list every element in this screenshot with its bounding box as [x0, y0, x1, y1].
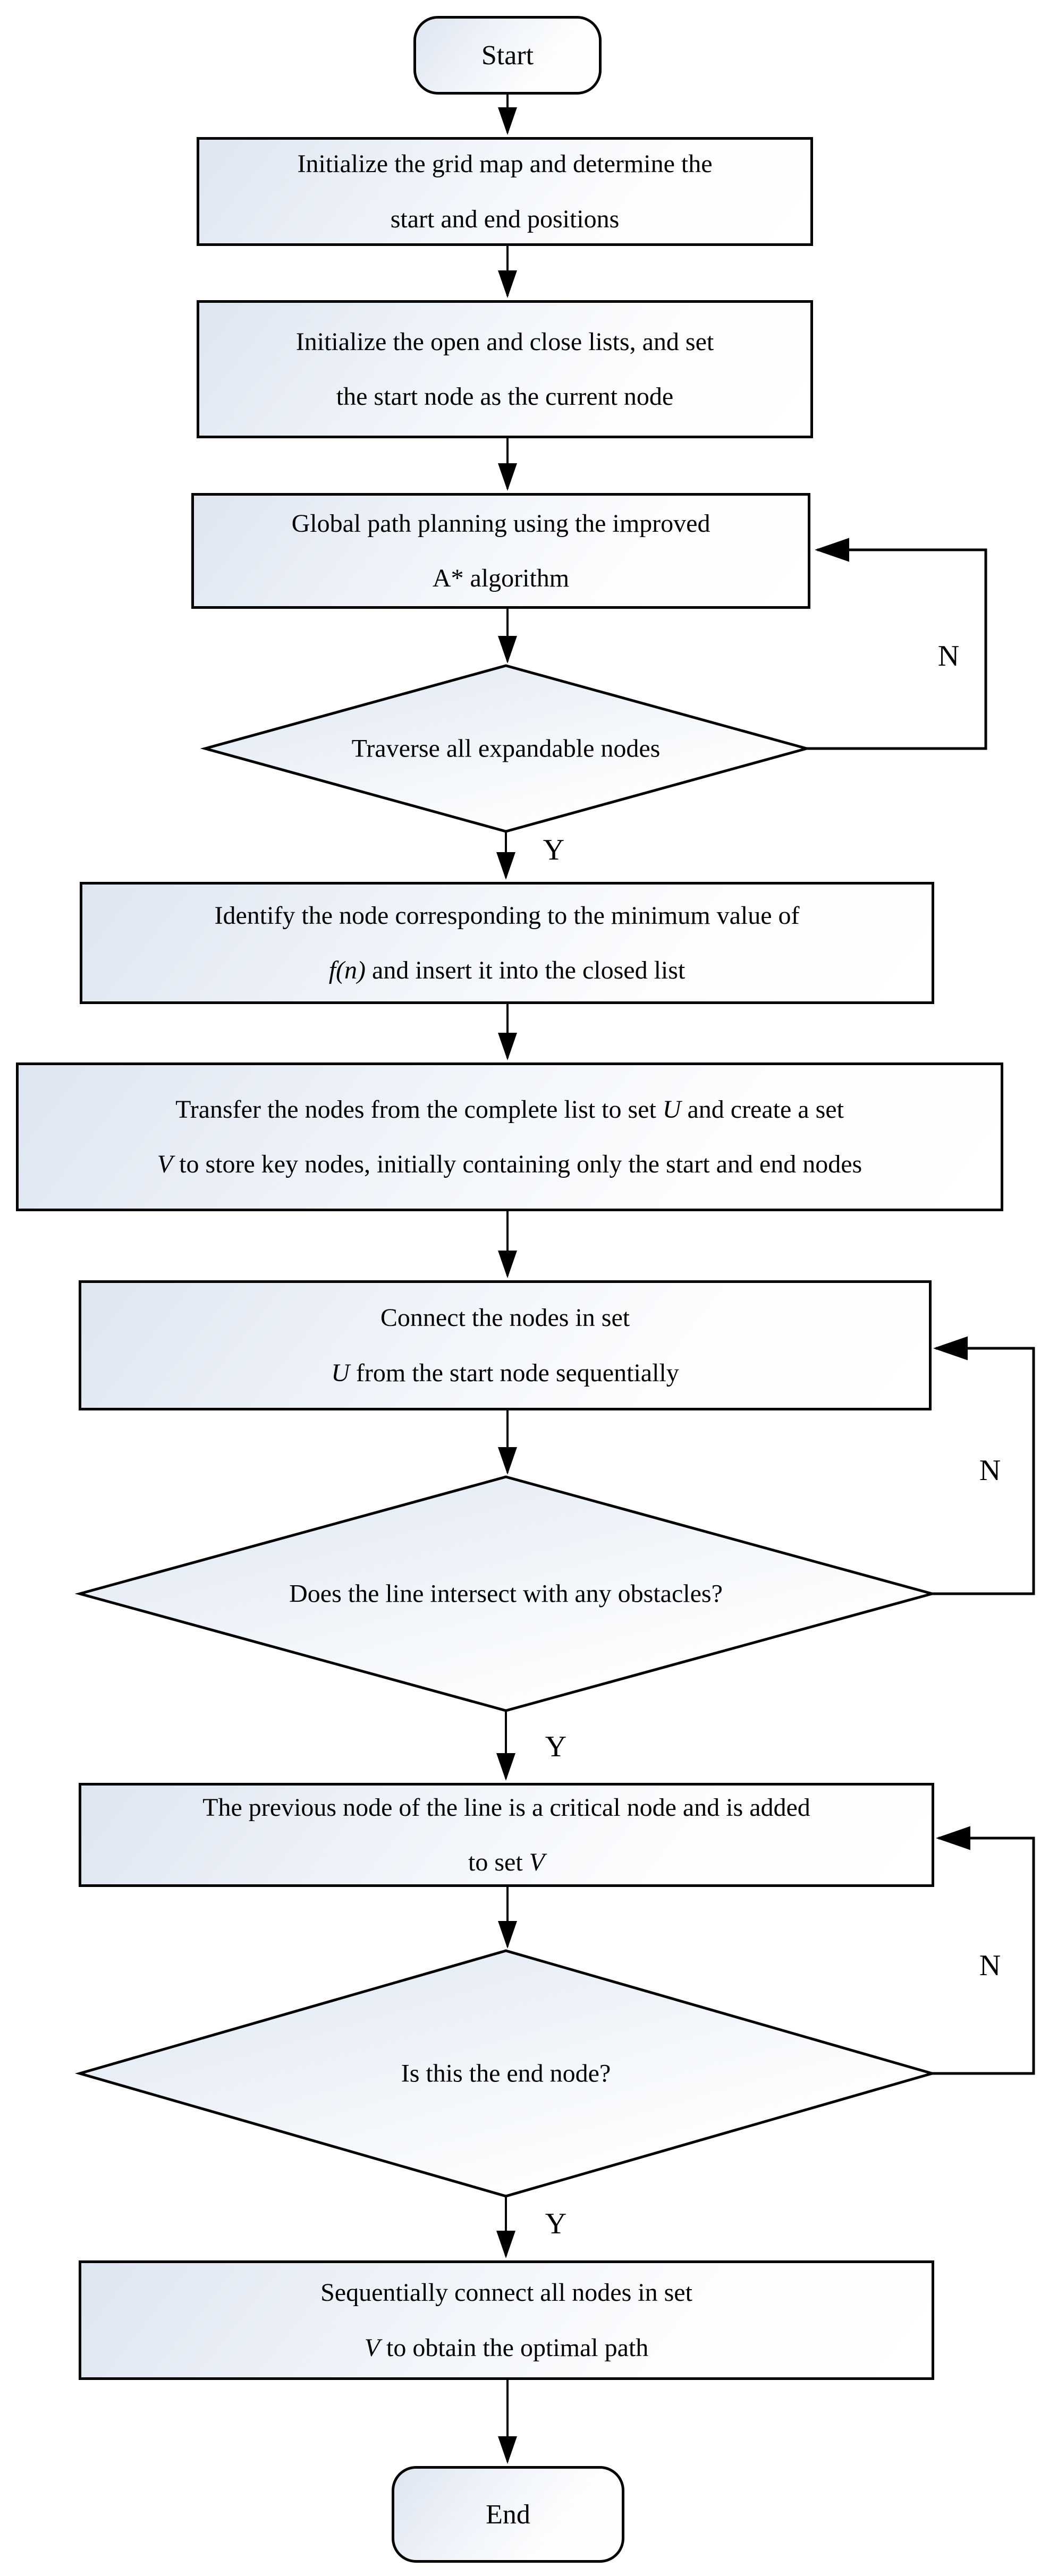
text-line: V to store key nodes, initially containi… — [157, 1150, 862, 1178]
loop-end-node-no-to-critical — [932, 1826, 1035, 2075]
label-yes-traverse: Y — [543, 834, 565, 866]
text-line: Identify the node corresponding to the m… — [214, 901, 800, 930]
decision-traverse-label: Traverse all expandable nodes — [351, 734, 661, 763]
text-line: start and end positions — [390, 205, 620, 233]
process-identify-min: Identify the node corresponding to the m… — [80, 882, 934, 1004]
decision-traverse-shape — [200, 664, 812, 833]
loop-intersect-no-to-connect — [932, 1336, 1035, 1595]
end-terminator: End — [392, 2466, 624, 2563]
text-line: the start node as the current node — [336, 382, 674, 411]
text-line: Initialize the open and close lists, and… — [295, 327, 714, 356]
loop-traverse-no-to-global-planning — [807, 538, 987, 750]
label-yes-intersect: Y — [545, 1730, 567, 1763]
process-critical-node-text: The previous node of the line is a criti… — [81, 1780, 932, 1890]
label-no-end-node: N — [979, 1949, 1001, 1982]
process-connect-nodes: Connect the nodes in set U from the start… — [79, 1280, 932, 1410]
process-transfer-nodes: Transfer the nodes from the complete lis… — [16, 1062, 1003, 1211]
text-line: Transfer the nodes from the complete lis… — [175, 1095, 844, 1124]
decision-intersect-label: Does the line intersect with any obstacl… — [289, 1579, 723, 1608]
decision-end-node-label: Is this the end node? — [401, 2059, 611, 2088]
label-no-intersect: N — [979, 1454, 1001, 1487]
text-line: f(n) and insert it into the closed list — [328, 956, 686, 984]
text-line: Initialize the grid map and determine th… — [297, 150, 713, 178]
process-connect-all-text: Sequentially connect all nodes in set V t… — [81, 2265, 932, 2375]
process-initialize-grid: Initialize the grid map and determine th… — [197, 137, 813, 246]
text-line: Global path planning using the improved — [291, 509, 710, 538]
process-connect-all: Sequentially connect all nodes in set V t… — [79, 2260, 934, 2380]
decision-intersect-shape — [74, 1475, 937, 1712]
start-label: Start — [481, 40, 534, 71]
process-initialize-grid-text: Initialize the grid map and determine th… — [199, 137, 810, 246]
label-yes-end-node: Y — [545, 2207, 567, 2240]
process-initialize-lists-text: Initialize the open and close lists, and… — [199, 314, 810, 424]
label-no-traverse: N — [937, 640, 960, 673]
text-line: V to obtain the optimal path — [364, 2333, 649, 2362]
process-connect-nodes-text: Connect the nodes in set U from the start… — [81, 1290, 929, 1400]
decision-end-node-shape — [74, 1949, 937, 2198]
process-initialize-lists: Initialize the open and close lists, and… — [197, 300, 813, 438]
start-terminator: Start — [413, 16, 602, 95]
text-line: to set V — [468, 1848, 545, 1876]
process-identify-min-text: Identify the node corresponding to the m… — [82, 888, 932, 998]
process-transfer-nodes-text: Transfer the nodes from the complete lis… — [19, 1082, 1001, 1192]
text-line: A* algorithm — [432, 564, 570, 592]
text-line: Sequentially connect all nodes in set — [320, 2279, 692, 2307]
text-line: The previous node of the line is a criti… — [202, 1793, 810, 1822]
end-label: End — [486, 2499, 530, 2530]
process-critical-node: The previous node of the line is a criti… — [79, 1783, 934, 1887]
text-line: U from the start node sequentially — [331, 1358, 679, 1387]
text-line: Connect the nodes in set — [380, 1304, 630, 1332]
